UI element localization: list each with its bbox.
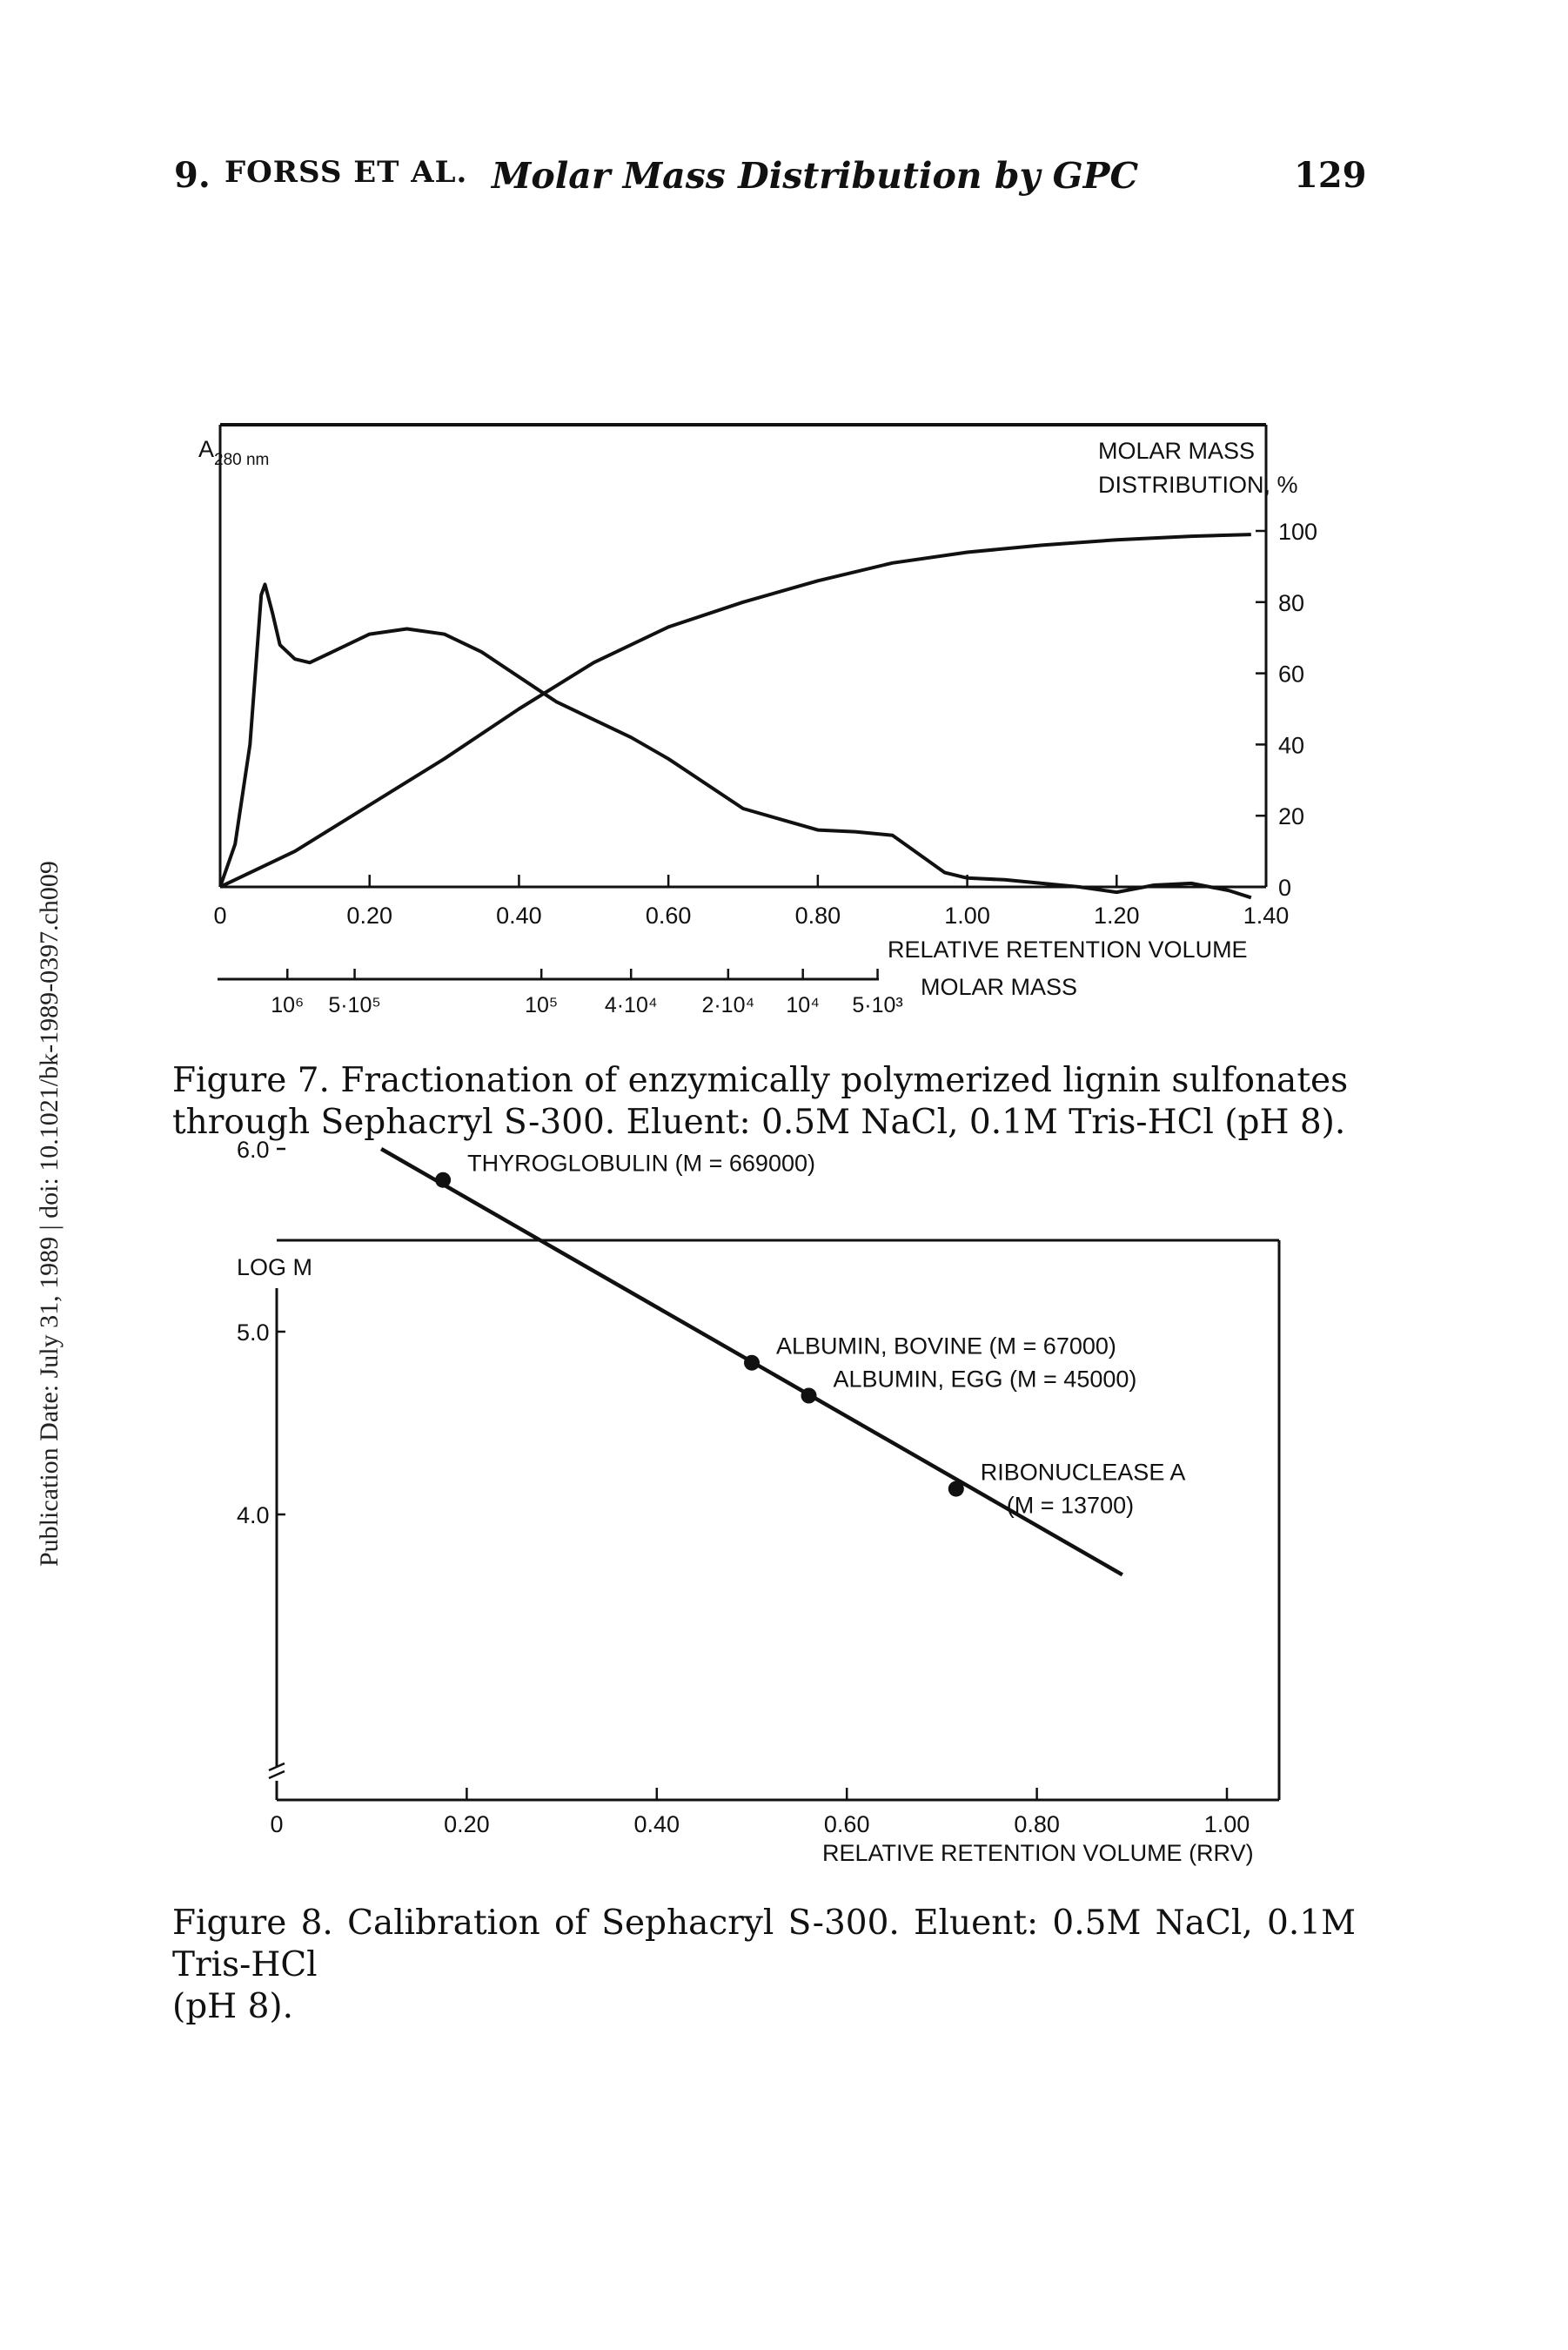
chapter-number: 9. (174, 155, 211, 196)
figure8-caption-line: (pH 8). (172, 1987, 294, 2026)
fig8-y-tick-label: 6.0 (237, 1137, 270, 1163)
fig7-molar-mass-tick-label: 10⁴ (786, 993, 820, 1017)
fig8-x-tick-label: 0.80 (1014, 1811, 1060, 1837)
fig7-molar-mass-tick-label: 4·10⁴ (605, 993, 658, 1017)
fig8-point-label: ALBUMIN, EGG (M = 45000) (834, 1366, 1137, 1393)
running-title: Molar Mass Distribution by GPC (492, 155, 1139, 197)
running-authors: FORSS ET AL. (224, 155, 468, 190)
fig8-point-label: (M = 13700) (1007, 1493, 1134, 1519)
fig7-y-tick-label: 40 (1278, 732, 1304, 758)
fig8-y-tick-label: 5.0 (237, 1319, 270, 1346)
fig7-x-tick-label: 0.40 (496, 903, 542, 929)
fig7-molar-mass-label: MOLAR MASS (921, 974, 1077, 1000)
fig7-molar-mass-tick-label: 10⁵ (525, 993, 558, 1017)
fig8-data-point (435, 1172, 452, 1188)
fig7-right-axis-label: MOLAR MASS (1098, 438, 1255, 464)
fig7-cumulative-curve (219, 533, 1251, 889)
fig7-x-tick-label: 0.80 (795, 903, 841, 929)
fig8-data-point (801, 1387, 817, 1404)
fig7-y-tick-label: 0 (1278, 875, 1291, 901)
fig8-data-point (744, 1354, 760, 1371)
fig7-x-tick-label: 1.40 (1243, 903, 1290, 929)
fig7-y-tick-label: 60 (1278, 661, 1304, 688)
fig8-data-point (948, 1480, 964, 1497)
fig7-x-tick-label: 1.20 (1094, 903, 1140, 929)
fig7-right-axis-label: DISTRIBUTION, % (1098, 472, 1298, 498)
fig8-x-tick-label: 1.00 (1204, 1811, 1250, 1837)
fig7-molar-mass-tick-label: 2·10⁴ (701, 993, 754, 1017)
figure7-caption: Figure 7. Fractionation of enzymically p… (172, 1060, 1356, 1144)
fig8-point-label: ALBUMIN, BOVINE (M = 67000) (776, 1333, 1116, 1360)
figure8-caption: Figure 8. Calibration of Sephacryl S-300… (172, 1903, 1356, 2028)
fig8-x-tick-label: 0 (270, 1811, 283, 1837)
fig8-x-tick-label: 0.20 (444, 1811, 490, 1837)
fig7-y-tick-label: 80 (1278, 590, 1304, 616)
fig7-left-axis-label: A (198, 436, 214, 462)
figure8-chart: LOG M RELATIVE RETENTION VOLUME (RRV) 0 0… (237, 1137, 1281, 1866)
fig8-y-tick-label: 4.0 (237, 1502, 270, 1528)
fig7-y-tick-label: 100 (1278, 519, 1317, 545)
fig7-left-axis-label-sub: 280 nm (214, 451, 269, 469)
fig7-molar-mass-tick-label: 5·10⁵ (328, 993, 380, 1017)
fig7-molar-mass-tick-label: 10⁶ (271, 993, 304, 1017)
figure8-caption-line: Figure 8. Calibration of Sephacryl S-300… (172, 1904, 1356, 1984)
fig7-x-tick-label: 0.20 (346, 903, 392, 929)
fig8-x-tick-label: 0.40 (634, 1811, 680, 1837)
fig7-x-tick-label: 1.00 (944, 903, 990, 929)
fig8-y-axis-label: LOG M (237, 1254, 312, 1280)
fig7-molar-mass-tick-label: 5·10³ (852, 993, 902, 1017)
figure7-caption-line: Figure 7. Fractionation of enzymically p… (172, 1061, 1349, 1100)
fig7-absorbance-curve (218, 582, 1252, 900)
figure7-caption-line: through Sephacryl S-300. Eluent: 0.5M Na… (172, 1103, 1346, 1142)
fig8-point-label: THYROGLOBULIN (M = 669000) (467, 1151, 815, 1177)
fig7-x-axis-label: RELATIVE RETENTION VOLUME (888, 937, 1248, 963)
figure7-chart: A 280 nm MOLAR MASS DISTRIBUTION, % RELA… (198, 423, 1317, 1017)
fig7-x-tick-label: 0.60 (646, 903, 692, 929)
fig8-x-axis-label: RELATIVE RETENTION VOLUME (RRV) (822, 1840, 1254, 1866)
fig8-x-tick-label: 0.60 (824, 1811, 870, 1837)
fig8-point-label: RIBONUCLEASE A (981, 1460, 1186, 1486)
fig7-x-tick-label: 0 (213, 903, 226, 929)
page-number: 129 (1294, 155, 1367, 196)
fig7-y-tick-label: 20 (1278, 803, 1304, 829)
